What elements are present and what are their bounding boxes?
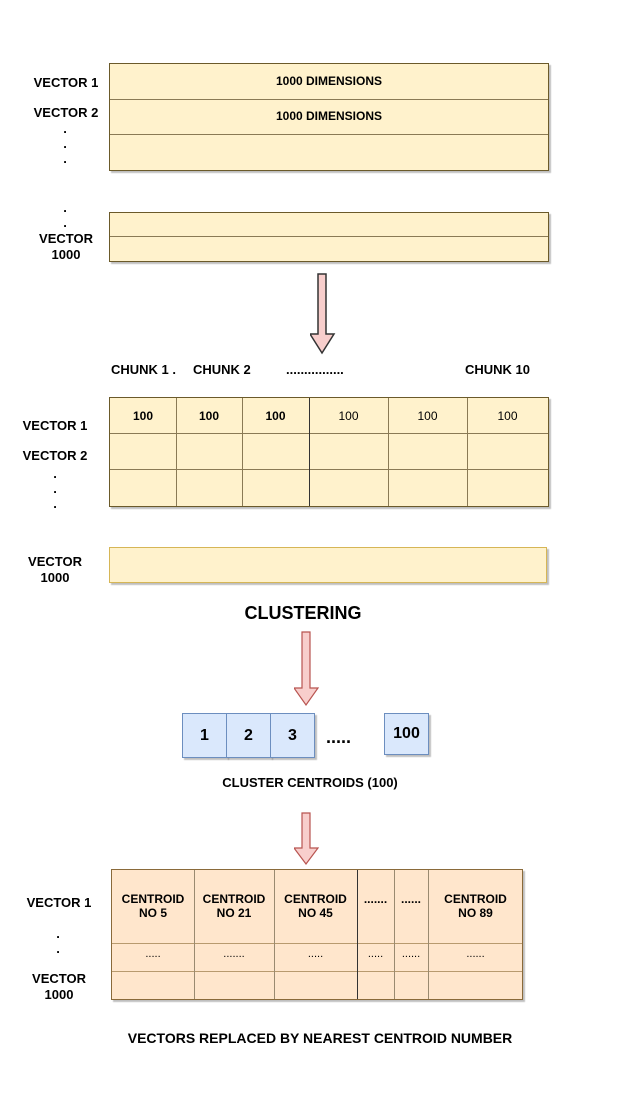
down-arrow-icon <box>294 631 320 707</box>
column-divider <box>394 870 395 999</box>
row-divider <box>112 971 522 972</box>
centroid-ellipsis: ..... <box>326 727 352 747</box>
centroid-cell: CENTROID NO 89 <box>428 892 523 920</box>
down-arrow-icon <box>310 273 336 355</box>
column-divider <box>176 398 177 506</box>
column-divider <box>194 870 195 999</box>
down-arrow-icon <box>294 812 320 865</box>
chunk-cell: 100 <box>497 409 518 423</box>
centroid-cell: CENTROID NO 21 <box>194 892 274 920</box>
ellipsis-cell: ....... <box>363 892 388 906</box>
centroid-cell-line1: CENTROID <box>284 892 347 906</box>
row-label-vector-1000-line1: VECTOR <box>28 554 82 569</box>
chunk-cell: 100 <box>198 409 220 423</box>
row-label-vector-1000-line2: 1000 <box>44 987 74 1002</box>
row-label-vector-1: VECTOR 1 <box>33 75 99 90</box>
dimensions-cell: 1000 DIMENSIONS <box>275 109 383 123</box>
chunk-label-1: CHUNK 1 . <box>111 362 177 377</box>
footer-caption: VECTORS REPLACED BY NEAREST CENTROID NUM… <box>127 1030 513 1046</box>
row-label-vector-1000-line2: 1000 <box>51 247 81 262</box>
row-label-vector-1: VECTOR 1 <box>26 895 92 910</box>
column-divider <box>309 398 310 506</box>
clustering-title: CLUSTERING <box>244 603 362 623</box>
chunk-cell: 100 <box>338 409 359 423</box>
last-vector-table <box>109 212 549 262</box>
chunk-label-10: CHUNK 10 <box>465 362 531 377</box>
centroid-cell-line2: NO 5 <box>138 906 167 920</box>
centroid-cell: CENTROID NO 5 <box>112 892 194 920</box>
centroid-cell-line1: CENTROID <box>444 892 507 906</box>
chunked-vectors-table: 100 100 100 100 100 100 <box>109 397 549 507</box>
row-label-vector-1000-line1: VECTOR <box>32 971 86 986</box>
chunk-ellipsis: ................ <box>286 362 344 377</box>
centroid-box-1: 1 <box>182 713 227 758</box>
chunk-label-2: CHUNK 2 <box>193 362 251 377</box>
row-divider <box>110 469 548 470</box>
centroid-box-3: 3 <box>270 713 315 758</box>
vertical-ellipsis: .. <box>56 926 60 956</box>
column-divider <box>242 398 243 506</box>
centroid-box-2: 2 <box>226 713 271 758</box>
cluster-centroids-caption: CLUSTER CENTROIDS (100) <box>222 775 398 790</box>
column-divider <box>357 870 358 999</box>
vertical-ellipsis: ... <box>63 121 67 166</box>
row-divider <box>110 134 548 135</box>
row-label-vector-1: VECTOR 1 <box>22 418 88 433</box>
last-vector-chunk-bar <box>109 547 547 583</box>
column-divider <box>428 870 429 999</box>
chunk-cell: 100 <box>265 409 286 423</box>
chunk-cell: 100 <box>132 409 154 423</box>
row-label-vector-2: VECTOR 2 <box>33 105 99 120</box>
column-divider <box>467 398 468 506</box>
dimensions-cell: 1000 DIMENSIONS <box>275 74 383 88</box>
row-divider <box>110 236 548 237</box>
placeholder-dots: ..... <box>307 948 324 960</box>
centroid-cell-line2: NO 45 <box>298 906 333 920</box>
row-divider <box>110 99 548 100</box>
vertical-ellipsis: ... <box>53 466 57 511</box>
ellipsis-cell: ...... <box>400 892 421 906</box>
centroid-assignment-table: CENTROID NO 5 CENTROID NO 21 CENTROID NO… <box>111 869 523 1000</box>
row-divider <box>110 433 548 434</box>
placeholder-dots: ...... <box>401 948 421 960</box>
chunk-cell: 100 <box>417 409 438 423</box>
placeholder-dots: ..... <box>145 948 161 960</box>
centroid-cell: CENTROID NO 45 <box>274 892 357 920</box>
column-divider <box>274 870 275 999</box>
row-label-vector-1000-line2: 1000 <box>40 570 70 585</box>
placeholder-dots: ..... <box>367 948 384 960</box>
placeholder-dots: ...... <box>466 948 485 960</box>
row-label-vector-2: VECTOR 2 <box>22 448 88 463</box>
centroid-cell-line1: CENTROID <box>121 892 185 906</box>
vertical-ellipsis: .. <box>63 200 67 230</box>
placeholder-dots: ....... <box>223 948 245 960</box>
centroid-cell-line2: NO 89 <box>458 906 493 920</box>
row-label-vector-1000-line1: VECTOR <box>39 231 93 246</box>
row-divider <box>112 943 522 944</box>
full-vectors-table: 1000 DIMENSIONS 1000 DIMENSIONS <box>109 63 549 171</box>
centroid-box-100: 100 <box>384 713 429 755</box>
centroid-cell-line2: NO 21 <box>216 906 252 920</box>
column-divider <box>388 398 389 506</box>
centroid-cell-line1: CENTROID <box>202 892 266 906</box>
